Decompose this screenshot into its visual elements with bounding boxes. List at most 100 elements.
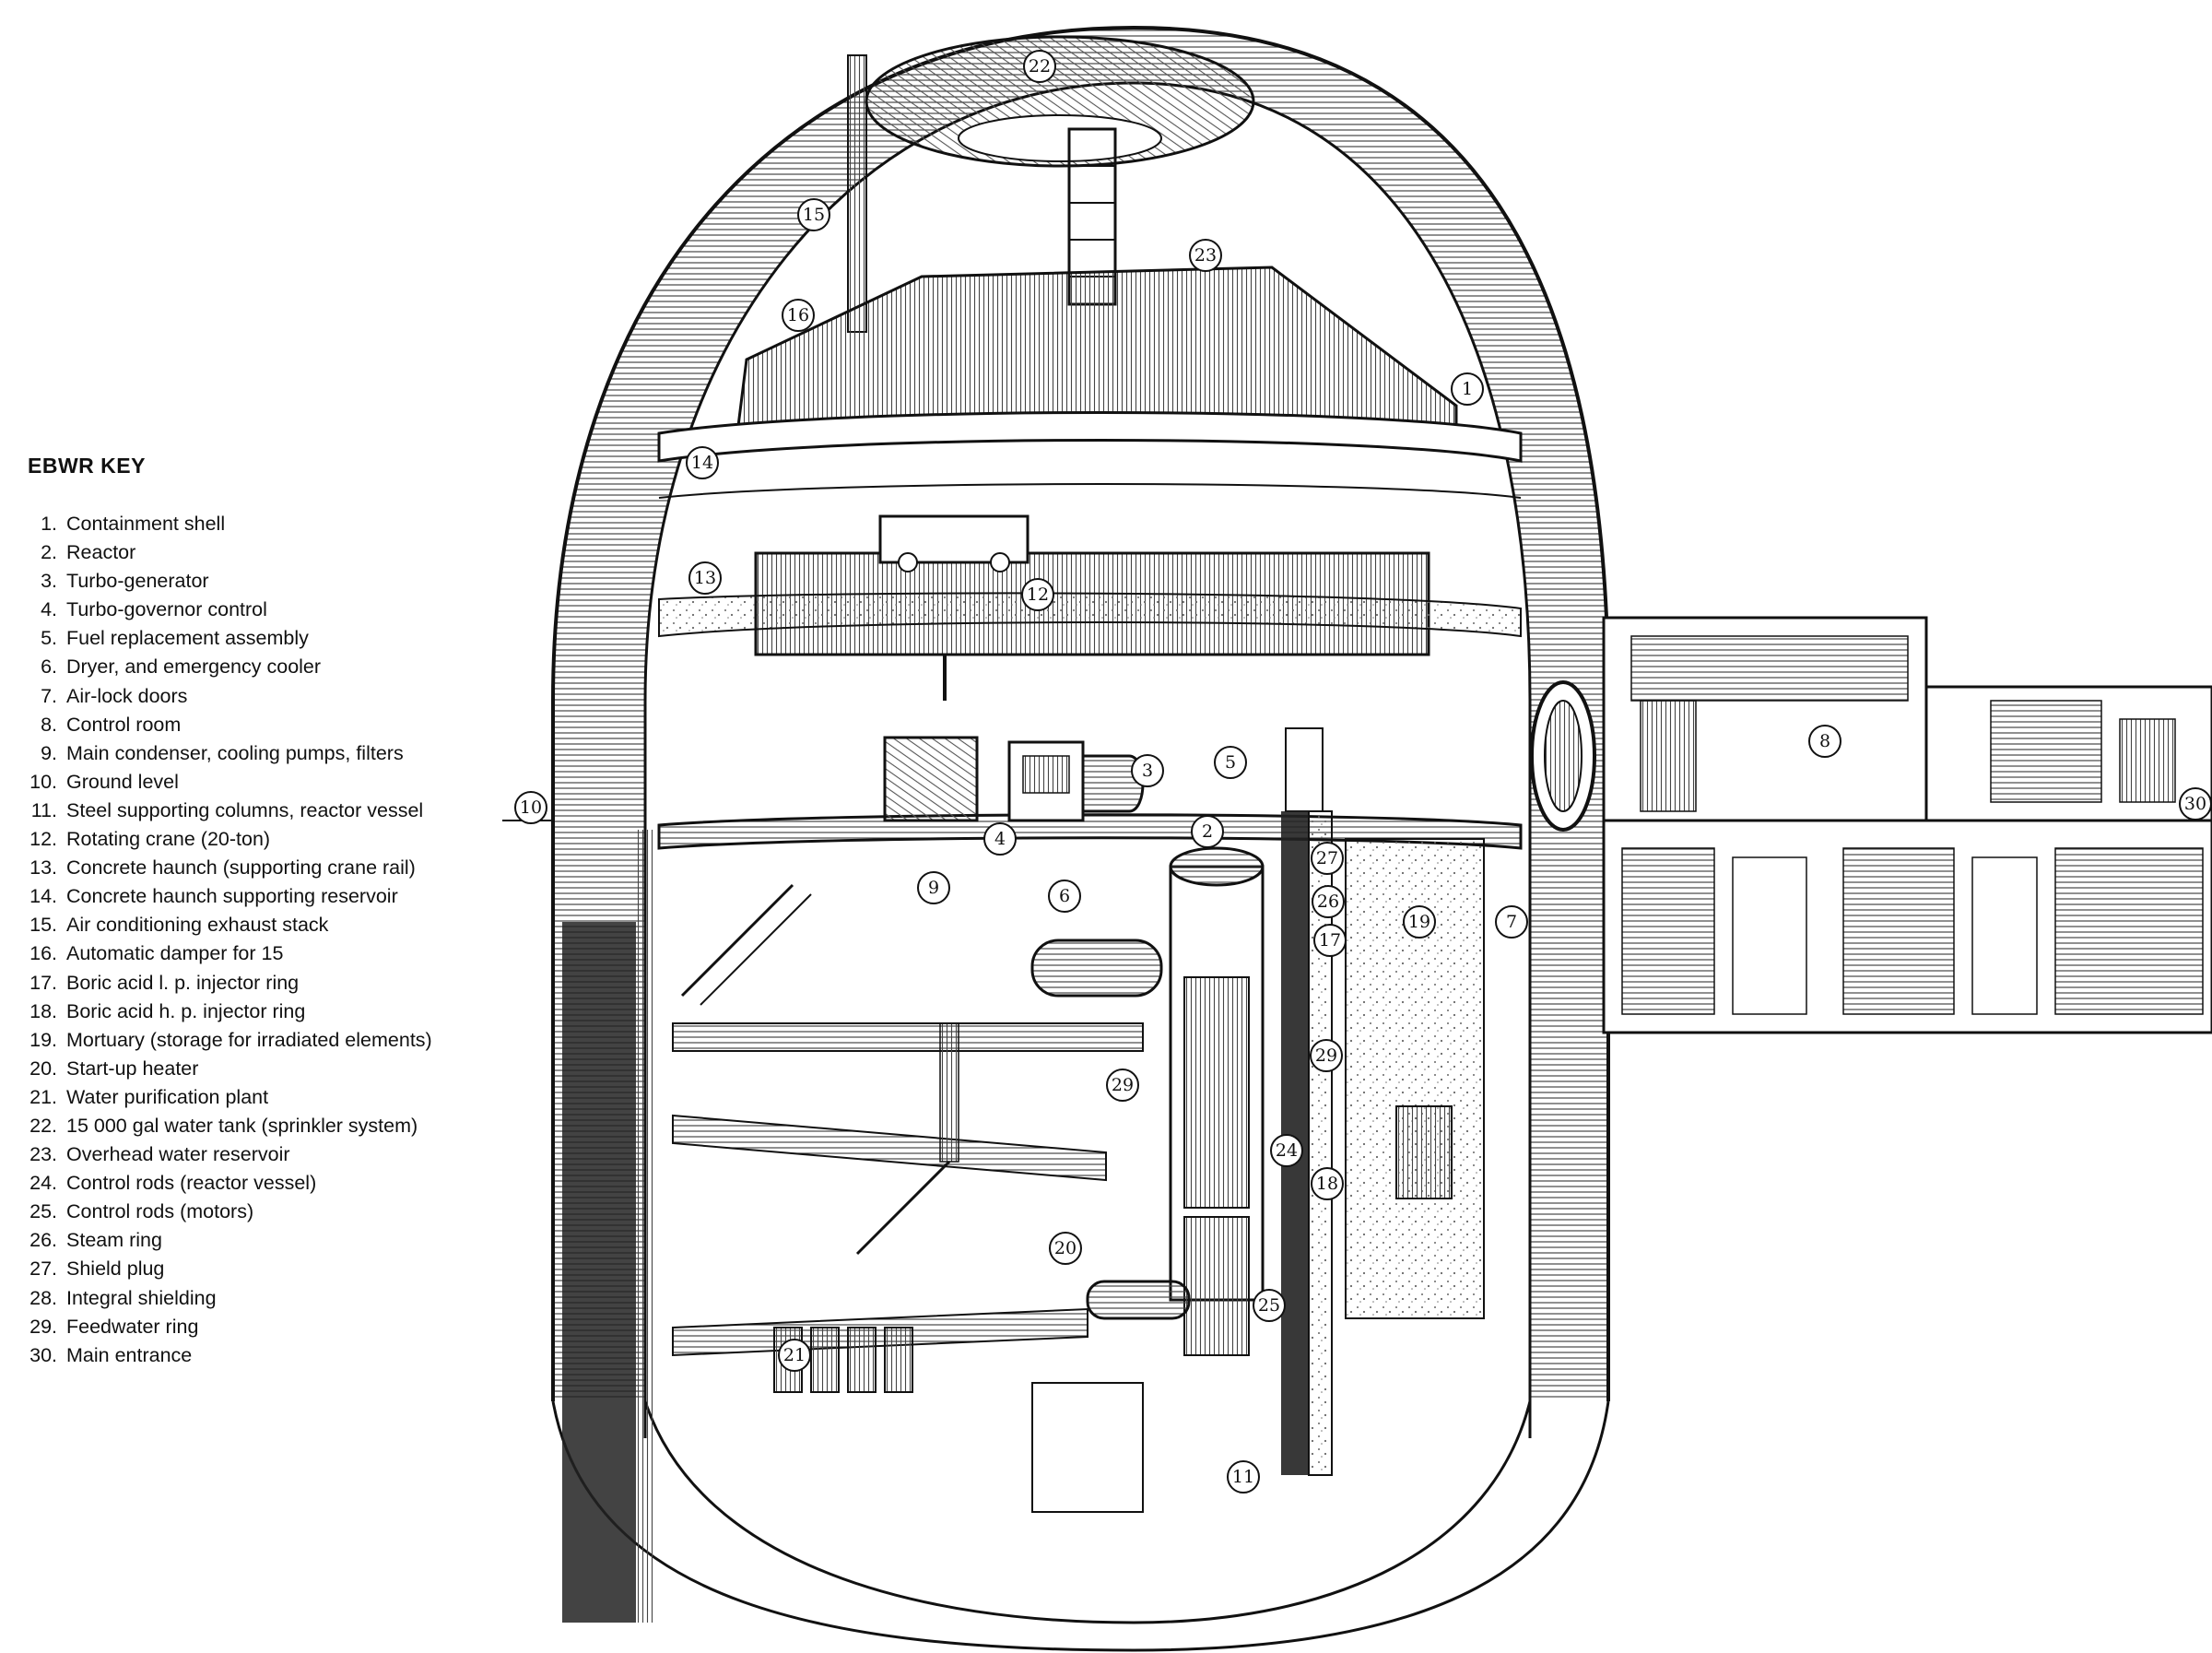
callout-circle (983, 822, 1017, 856)
callout-1: 1 (1451, 372, 1484, 406)
callout-number: 1 (1462, 379, 1473, 399)
crane-level (658, 483, 1522, 701)
key-item: 3. Turbo-generator (28, 567, 525, 596)
callout-number: 8 (1819, 731, 1830, 751)
overhead-reservoir (657, 266, 1523, 463)
key-item: 16.Automatic damper for 15 (28, 939, 525, 968)
key-item-number: 13. (29, 856, 57, 880)
callout-circle (1270, 1134, 1303, 1167)
callout-number: 5 (1225, 752, 1236, 773)
key-item-number: 17. (29, 971, 57, 994)
callout-number: 12 (1027, 584, 1049, 605)
callout-circle (1049, 1232, 1082, 1265)
callout-circle (1313, 924, 1347, 957)
callout-circle (1227, 1460, 1260, 1494)
key-item-number: 30. (29, 1343, 57, 1366)
key-item-number: 10. (29, 770, 57, 793)
key-item-label: Main condenser, cooling pumps, filters (66, 741, 404, 764)
callout-circle (1310, 1039, 1343, 1072)
callout-9: 9 (917, 871, 950, 904)
key-item-label: Dryer, and emergency cooler (66, 655, 322, 679)
key-list: 1. Containment shell 2.Reactor 3. Turbo-gene… (28, 510, 525, 1370)
callout-circle (797, 198, 830, 231)
key-item-number: 14. (29, 885, 57, 908)
callout-22: 22 (1023, 50, 1056, 83)
key-item-number: 24. (29, 1172, 57, 1195)
key-item: 19. Mortuary (storage for irradiated elem… (28, 1026, 525, 1055)
key-item: 18.Boric acid h. p. injector ring (28, 998, 525, 1026)
callout-number: 27 (1316, 848, 1338, 868)
callout-15: 15 (797, 198, 830, 231)
key-item-label: Air-lock doors (66, 684, 188, 707)
callout-circle (1106, 1069, 1139, 1102)
callout-25: 25 (1253, 1289, 1286, 1322)
key-item-label: Turbo-governor control (66, 598, 267, 621)
callout-circle (1021, 578, 1054, 611)
callout-number: 17 (1319, 930, 1341, 950)
key-item-number: 1. (41, 513, 57, 535)
callout-number: 22 (1029, 56, 1051, 77)
key-item-label: Boric acid l. p. injector ring (66, 971, 300, 994)
key-item: 10.Ground level (28, 768, 525, 797)
callout-6: 6 (1048, 880, 1081, 913)
callout-circle (917, 871, 950, 904)
key-item: 30. Main entrance (28, 1341, 525, 1370)
callout-23: 23 (1189, 239, 1222, 272)
callout-number: 15 (803, 205, 825, 225)
callout-number: 21 (783, 1345, 806, 1365)
key-item-number: 5. (41, 627, 57, 650)
callout-11: 11 (1227, 1460, 1260, 1494)
key-item-label: Containment shell (66, 513, 226, 535)
key-item-number: 3. (41, 570, 57, 593)
callout-number: 7 (1506, 912, 1517, 932)
callout-circle (1189, 239, 1222, 272)
callout-circle (688, 561, 722, 595)
key-item: 12.Rotating crane (20-ton) (28, 825, 525, 854)
callout-27: 27 (1311, 842, 1344, 875)
key-item-number: 7. (41, 684, 57, 707)
callout-17: 17 (1313, 924, 1347, 957)
key-item: 23. Overhead water reservoir (28, 1140, 525, 1169)
callout-20: 20 (1049, 1232, 1082, 1265)
key-title: EBWR KEY (28, 454, 146, 478)
key-item-label: Overhead water reservoir (66, 1143, 290, 1166)
key-item-number: 23. (29, 1143, 57, 1166)
callout-number: 30 (2184, 794, 2206, 814)
key-item-number: 27. (29, 1257, 57, 1281)
callout-3: 3 (1131, 754, 1164, 787)
key-item-number: 4. (41, 598, 57, 621)
key-item-number: 11. (30, 798, 57, 821)
callout-circle (1808, 725, 1841, 758)
key-item: 28.Integral shielding (28, 1284, 525, 1313)
callout-number: 2 (1202, 821, 1213, 842)
key-item-number: 22. (29, 1114, 57, 1137)
key-item-number: 19. (29, 1028, 57, 1051)
callout-13: 13 (688, 561, 722, 595)
callout-26: 26 (1312, 885, 1345, 918)
key-item-label: Mortuary (storage for irradiated element… (66, 1028, 432, 1051)
key-item-number: 26. (29, 1229, 57, 1252)
key-item: 25.Control rods (motors) (28, 1198, 525, 1226)
callout-number: 6 (1059, 886, 1070, 906)
callout-circle (1191, 815, 1224, 848)
key-item-number: 12. (29, 828, 57, 851)
key-item: 13.Concrete haunch (supporting crane rai… (28, 854, 525, 882)
key-item: 15.Air conditioning exhaust stack (28, 911, 525, 939)
callout-number: 20 (1054, 1238, 1077, 1258)
callout-number: 10 (520, 797, 542, 818)
key-item: 2.Reactor (28, 538, 525, 567)
key-item-label: Turbo-generator (66, 570, 209, 593)
key-item-label: Air conditioning exhaust stack (66, 914, 329, 937)
callout-8: 8 (1808, 725, 1841, 758)
key-item: 26.Steam ring (28, 1226, 525, 1255)
key-item-number: 20. (29, 1057, 57, 1080)
key-item-number: 2. (41, 541, 57, 564)
callout-number: 24 (1276, 1140, 1298, 1161)
callout-circle (1023, 50, 1056, 83)
key-item-label: Main entrance (66, 1343, 193, 1366)
callouts: 1234567891011121314151617181920212223242… (514, 50, 2212, 1494)
key-item-label: Control room (66, 713, 182, 736)
water-tank (865, 35, 1255, 168)
key-item: 1. Containment shell (28, 510, 525, 538)
